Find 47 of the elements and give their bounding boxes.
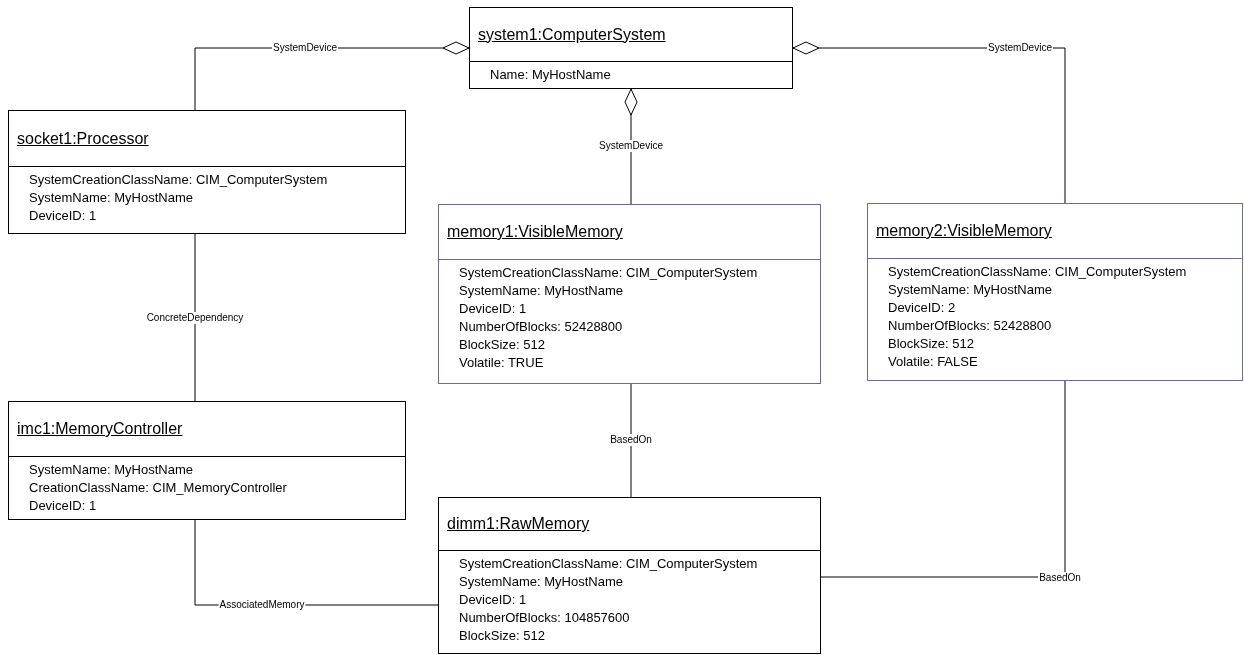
attribute-text: NumberOfBlocks: 52428800 xyxy=(888,317,1053,335)
attribute-text: SystemCreationClassName: CIM_ComputerSystem xyxy=(459,264,759,282)
edge-label: BasedOn xyxy=(609,434,653,446)
association-line xyxy=(630,383,632,498)
attribute-text: DeviceID: 1 xyxy=(459,300,528,318)
attribute-text: CreationClassName: CIM_MemoryController xyxy=(29,479,288,497)
attribute-text: SystemName: MyHostName xyxy=(29,461,194,479)
attribute-text: SystemName: MyHostName xyxy=(459,282,624,300)
object-name: system1:ComputerSystem xyxy=(478,24,666,45)
object-name: imc1:MemoryController xyxy=(17,419,183,439)
edge-label: SystemDevice xyxy=(987,42,1053,54)
object-name: memory1:VisibleMemory xyxy=(447,222,623,242)
attribute-text: BlockSize: 512 xyxy=(459,627,546,645)
attribute-text: NumberOfBlocks: 52428800 xyxy=(459,318,624,336)
edge-label: BasedOn xyxy=(1038,572,1082,584)
association-line xyxy=(820,380,1066,578)
attribute-text: Volatile: FALSE xyxy=(888,353,979,371)
attribute-text: DeviceID: 1 xyxy=(29,207,98,225)
object-box xyxy=(438,204,821,384)
attribute-text: SystemName: MyHostName xyxy=(29,189,194,207)
object-name: socket1:Processor xyxy=(17,128,149,149)
attribute-text: SystemCreationClassName: CIM_ComputerSystem xyxy=(459,555,759,573)
edge-label: SystemDevice xyxy=(598,140,664,152)
edge-label: AssociatedMemory xyxy=(218,599,306,611)
association-line xyxy=(624,88,638,205)
attribute-text: SystemCreationClassName: CIM_ComputerSystem xyxy=(888,263,1188,281)
edge-label: SystemDevice xyxy=(272,42,338,54)
attribute-text: DeviceID: 2 xyxy=(888,299,957,317)
association-line xyxy=(194,233,196,402)
edge-label: ConcreteDependency xyxy=(145,312,245,324)
object-box xyxy=(8,401,406,520)
attribute-text: SystemName: MyHostName xyxy=(888,281,1053,299)
object-name: dimm1:RawMemory xyxy=(447,514,590,534)
object-box xyxy=(438,497,821,654)
attribute-text: BlockSize: 512 xyxy=(888,335,975,353)
attribute-text: DeviceID: 1 xyxy=(29,497,98,515)
attribute-text: DeviceID: 1 xyxy=(459,591,528,609)
attribute-text: SystemCreationClassName: CIM_ComputerSystem xyxy=(29,171,329,189)
attribute-text: SystemName: MyHostName xyxy=(459,573,624,591)
attribute-text: Volatile: TRUE xyxy=(459,354,545,372)
object-box xyxy=(469,7,793,89)
object-name: memory2:VisibleMemory xyxy=(876,221,1052,241)
object-box xyxy=(867,203,1243,381)
attribute-text: Name: MyHostName xyxy=(490,66,612,84)
attribute-text: BlockSize: 512 xyxy=(459,336,546,354)
object-box xyxy=(8,110,406,234)
attribute-text: NumberOfBlocks: 104857600 xyxy=(459,609,631,627)
